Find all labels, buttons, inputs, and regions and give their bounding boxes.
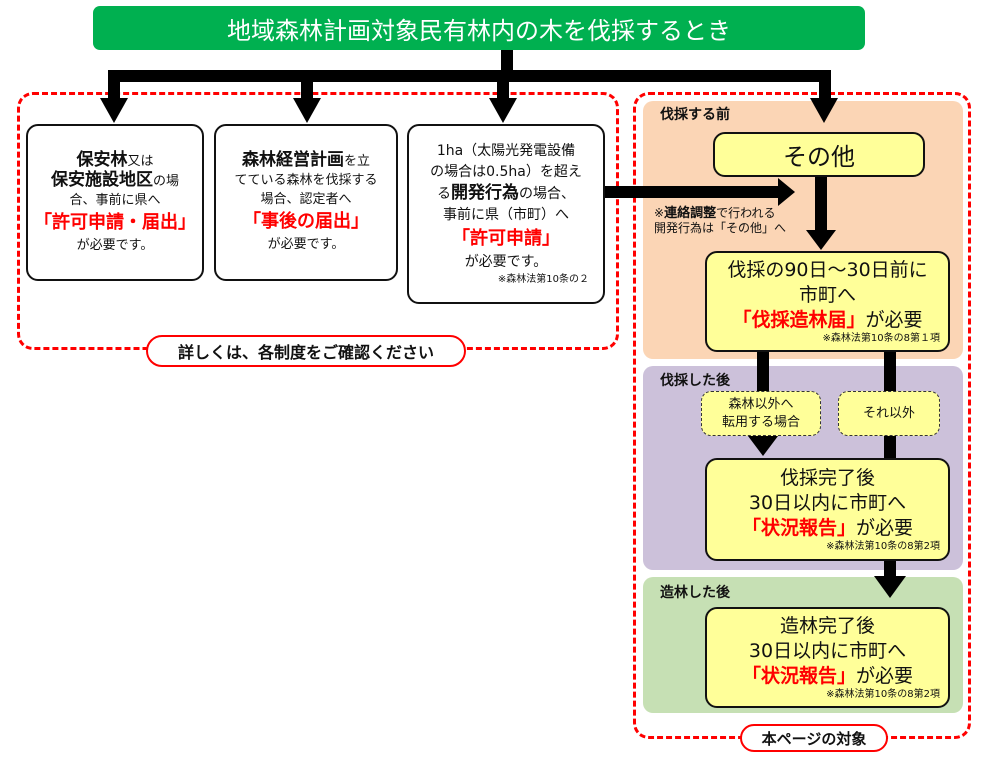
- protection-forest-bold: 保安林: [76, 149, 128, 170]
- connector-drop-4: [819, 70, 831, 100]
- text: が必要: [856, 665, 914, 687]
- arrowhead-branch-left: [748, 436, 778, 456]
- arrowhead-3: [489, 98, 517, 123]
- branch-otherwise: それ以外: [838, 391, 940, 436]
- arrowhead-other-down: [806, 230, 836, 250]
- emphasis-permit-application: 「許可申請」: [452, 228, 560, 249]
- text: が必要です。: [76, 237, 154, 253]
- development-bold: 開発行為: [451, 183, 519, 203]
- arrowhead-dev-to-other: [778, 178, 795, 206]
- arrowhead-4: [810, 98, 838, 123]
- text: が必要です。: [464, 254, 548, 270]
- connector-drop-2: [301, 70, 313, 100]
- text: が必要: [856, 517, 914, 539]
- law-note: ※森林法第10条の２: [497, 274, 589, 285]
- arrowhead-2: [293, 98, 321, 123]
- text: の場: [152, 173, 179, 189]
- text: の場合は0.5ha）を超え: [430, 164, 582, 180]
- phase-label-before: 伐採する前: [660, 107, 730, 123]
- protection-facility-bold: 保安施設地区: [50, 169, 153, 190]
- emphasis-post-notification: 「事後の届出」: [243, 211, 369, 232]
- box-felling-completion-report: 伐採完了後 30日以内に市町へ 「状況報告」が必要 ※森林法第10条の8第2項: [705, 458, 950, 561]
- text: それ以外: [862, 405, 915, 421]
- connector-drop-3: [497, 70, 509, 100]
- connector-other-down: [815, 175, 827, 232]
- law-note: ※森林法第10条の8第2項: [826, 541, 940, 552]
- liaison-note: ※連絡調整で行われる 開発行為は「その他」へ: [654, 206, 786, 236]
- emphasis-status-report: 「状況報告」: [741, 665, 856, 687]
- connector-to-planting: [884, 560, 896, 580]
- box-forest-management-plan: 森林経営計画を立 てている森林を伐採する 場合、認定者へ 「事後の届出」 が必要…: [214, 124, 398, 281]
- text: の場合、: [519, 186, 575, 202]
- text: る: [437, 186, 451, 202]
- connector-horizontal-bar: [108, 70, 831, 82]
- text: 30日以内に市町へ: [748, 492, 907, 514]
- connector-drop-1: [108, 70, 120, 100]
- text: 場合、認定者へ: [260, 192, 352, 207]
- text: 合、事前に県へ: [69, 192, 161, 208]
- this-page-scope-label: 本ページの対象: [740, 724, 888, 752]
- text: ※: [654, 206, 665, 220]
- text: が必要: [865, 309, 923, 331]
- text: で行われる: [716, 206, 776, 220]
- liaison-bold: 連絡調整: [664, 206, 717, 221]
- arrowhead-1: [100, 98, 128, 123]
- connector-dev-to-other: [605, 186, 780, 198]
- text: 造林完了後: [779, 615, 875, 637]
- emphasis-status-report: 「状況報告」: [741, 517, 856, 539]
- text: 事前に県（市町）へ: [443, 207, 569, 223]
- law-note: ※森林法第10条の8第2項: [826, 689, 940, 700]
- text: 1ha（太陽光発電設備: [436, 143, 576, 159]
- branch-land-conversion: 森林以外へ 転用する場合: [701, 391, 821, 436]
- box-protection-forest: 保安林又は 保安施設地区の場 合、事前に県へ 「許可申請・届出」 が必要です。: [26, 124, 204, 281]
- text: 市町へ: [798, 284, 856, 306]
- check-systems-label: 詳しくは、各制度をご確認ください: [146, 335, 466, 367]
- text: 開発行為は「その他」へ: [654, 221, 787, 235]
- text: 又は: [127, 153, 154, 169]
- box-planting-completion-report: 造林完了後 30日以内に市町へ 「状況報告」が必要 ※森林法第10条の8第2項: [705, 607, 950, 708]
- box-development-activity: 1ha（太陽光発電設備 の場合は0.5ha）を超え る開発行為の場合、 事前に県…: [407, 124, 605, 304]
- text: 伐採完了後: [779, 467, 875, 489]
- law-note: ※森林法第10条の8第１項: [822, 333, 940, 344]
- forest-plan-bold: 森林経営計画: [241, 150, 344, 170]
- diagram-title: 地域森林計画対象民有林内の木を伐採するとき: [93, 6, 865, 50]
- phase-label-after-plant: 造林した後: [660, 585, 730, 601]
- emphasis-felling-notice: 「伐採造林届」: [732, 309, 866, 331]
- text: 伐採の90日～30日前に: [727, 259, 928, 281]
- other-label: その他: [783, 143, 855, 171]
- text: てている森林を伐採する: [234, 173, 378, 188]
- box-other: その他: [713, 132, 925, 177]
- text: 森林以外へ: [728, 396, 794, 412]
- text: が必要です。: [267, 237, 345, 252]
- text: を立: [343, 154, 370, 169]
- phase-label-after-cut: 伐採した後: [660, 373, 730, 389]
- text: 転用する場合: [721, 414, 800, 430]
- emphasis-permit-notification: 「許可申請・届出」: [34, 211, 196, 233]
- box-felling-reforestation-notice: 伐採の90日～30日前に 市町へ 「伐採造林届」が必要 ※森林法第10条の8第１…: [705, 251, 950, 352]
- arrowhead-to-planting: [874, 576, 906, 598]
- text: 30日以内に市町へ: [748, 640, 907, 662]
- connector-trunk: [501, 50, 513, 72]
